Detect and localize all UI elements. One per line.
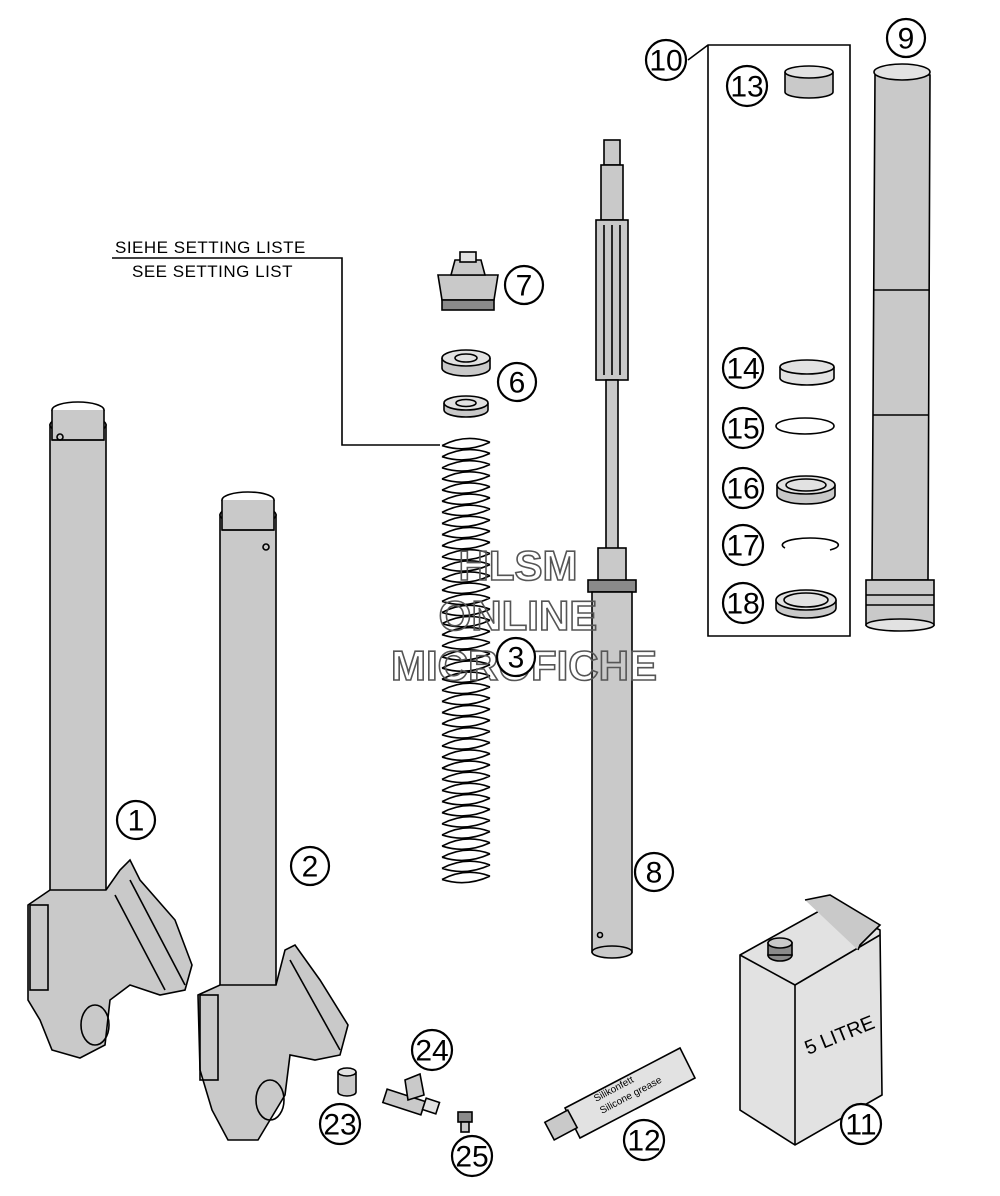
callout-6: 6 <box>496 361 538 403</box>
callout-18: 18 <box>721 581 765 625</box>
setting-note-line2: SEE SETTING LIST <box>132 262 293 281</box>
svg-text:6: 6 <box>509 367 526 400</box>
svg-text:14: 14 <box>726 353 759 386</box>
svg-text:17: 17 <box>726 530 759 563</box>
svg-text:16: 16 <box>726 473 759 506</box>
callout-10: 10 <box>644 38 688 82</box>
setting-note: SIEHE SETTING LISTE SEE SETTING LIST <box>112 238 440 446</box>
fork-cap <box>437 251 499 311</box>
svg-text:24: 24 <box>415 1035 448 1068</box>
fork-spring <box>441 437 491 884</box>
callout-9: 9 <box>885 17 927 59</box>
callout-11: 11 <box>839 1102 883 1146</box>
callout-1: 1 <box>115 799 157 841</box>
callout-8: 8 <box>633 851 675 893</box>
svg-text:15: 15 <box>726 413 759 446</box>
seal-kit-box <box>687 44 851 637</box>
callout-16: 16 <box>721 466 765 510</box>
callout-24: 24 <box>410 1028 454 1072</box>
ring-15 <box>775 417 835 435</box>
callout-14: 14 <box>721 346 765 390</box>
screw-25 <box>457 1111 473 1133</box>
dust-seal-18 <box>775 589 837 619</box>
callout-3: 3 <box>495 636 537 678</box>
svg-text:10: 10 <box>649 45 682 78</box>
svg-text:3: 3 <box>508 642 525 675</box>
small-parts <box>337 1067 473 1133</box>
callout-12: 12 <box>622 1118 666 1162</box>
callout-2: 2 <box>289 845 331 887</box>
callout-7: 7 <box>503 264 545 306</box>
grease-tube: Silikonfett Silicone grease <box>543 1046 697 1142</box>
svg-text:12: 12 <box>627 1125 660 1158</box>
seal-16 <box>776 475 836 505</box>
svg-text:8: 8 <box>646 857 663 890</box>
svg-text:1: 1 <box>128 805 145 838</box>
bushing-23 <box>337 1067 357 1097</box>
circlip-17 <box>781 537 840 551</box>
washers <box>441 349 491 418</box>
callout-17: 17 <box>721 523 765 567</box>
damper-cartridge <box>587 139 637 959</box>
callout-13: 13 <box>725 64 769 108</box>
svg-text:9: 9 <box>898 23 915 56</box>
watermark-line2: ONLINE <box>439 592 598 639</box>
fork-leg-left <box>27 401 193 1059</box>
setting-note-line1: SIEHE SETTING LISTE <box>115 238 306 257</box>
callout-23: 23 <box>318 1102 362 1146</box>
watermark-line1: HLSM <box>459 542 578 589</box>
callout-15: 15 <box>721 406 765 450</box>
svg-text:25: 25 <box>455 1141 488 1174</box>
outer-tube <box>865 63 935 632</box>
svg-text:23: 23 <box>323 1109 356 1142</box>
svg-text:7: 7 <box>516 270 533 303</box>
watermark: HLSM ONLINE MICROFICHE <box>390 541 658 690</box>
svg-text:2: 2 <box>302 851 319 884</box>
oil-can: 5 LITRE <box>739 894 883 1146</box>
bushing-13 <box>784 65 834 99</box>
svg-text:13: 13 <box>730 71 763 104</box>
fork-leg-right <box>197 491 349 1141</box>
svg-text:11: 11 <box>845 1109 876 1142</box>
ring-14 <box>779 359 835 386</box>
svg-text:18: 18 <box>726 588 759 621</box>
bleed-valve-24 <box>381 1072 441 1116</box>
callout-25: 25 <box>450 1134 494 1178</box>
